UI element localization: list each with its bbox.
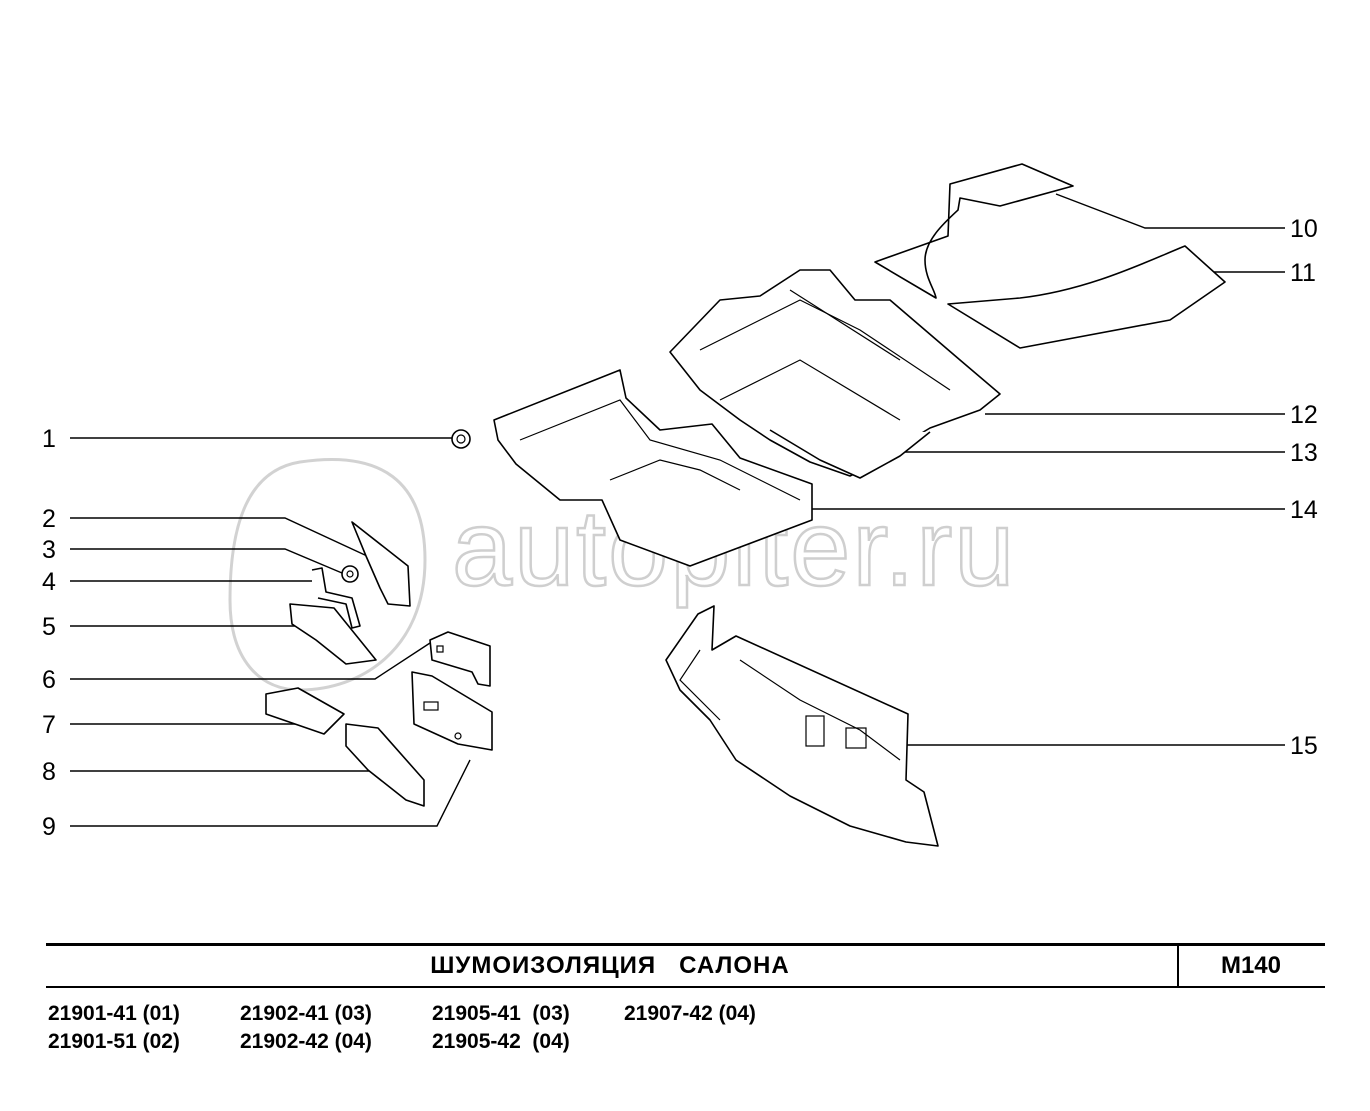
- callout-3: 3: [42, 536, 56, 564]
- callout-10: 10: [1290, 215, 1318, 243]
- model-code: 21907-42 (04): [624, 1002, 756, 1025]
- callout-8: 8: [42, 758, 56, 786]
- part-1-clip: [451, 429, 471, 449]
- callout-4: 4: [42, 568, 56, 596]
- callout-15: 15: [1290, 732, 1318, 760]
- title-block-top-rule: [46, 943, 1325, 946]
- part-13-insulator: [769, 429, 931, 479]
- part-9-pad: [411, 671, 493, 751]
- model-code: 21905-41 (03): [432, 1002, 570, 1025]
- callout-2: 2: [42, 505, 56, 533]
- callout-13: 13: [1290, 439, 1318, 467]
- section-code: M140: [1220, 952, 1282, 979]
- watermark-logo-icon: [228, 457, 427, 692]
- part-12-rear-floor-insulator: [669, 269, 1001, 477]
- callout-11: 11: [1290, 259, 1316, 287]
- part-7-pad: [265, 687, 345, 735]
- part-8-pad: [345, 723, 425, 807]
- model-code: 21902-42 (04): [240, 1030, 372, 1053]
- part-5-insulator: [289, 603, 377, 665]
- callout-5: 5: [42, 613, 56, 641]
- model-code: 21902-41 (03): [240, 1002, 372, 1025]
- model-code: 21901-51 (02): [48, 1030, 180, 1053]
- callout-1: 1: [42, 425, 56, 453]
- callout-14: 14: [1290, 496, 1318, 524]
- part-6-pad: [429, 631, 491, 687]
- part-14-front-floor-insulator: [493, 369, 813, 567]
- model-code: 21905-42 (04): [432, 1030, 570, 1053]
- part-2-panel: [351, 521, 411, 607]
- callout-9: 9: [42, 813, 56, 841]
- title-block-bottom-rule: [46, 986, 1325, 988]
- callout-12: 12: [1290, 401, 1318, 429]
- leader-lines: [70, 193, 1285, 827]
- part-3-nut: [341, 565, 359, 583]
- model-code: 21901-41 (01): [48, 1002, 180, 1025]
- callout-numbers: 1 2 3 4 5 6 7 8 9 10 11 12 13 14 15: [42, 215, 1318, 841]
- callout-6: 6: [42, 666, 56, 694]
- part-11-mat: [947, 245, 1226, 349]
- part-10-mat: [874, 163, 1074, 299]
- page-title: ШУМОИЗОЛЯЦИЯ САЛОНА: [430, 952, 790, 979]
- callout-7: 7: [42, 711, 56, 739]
- part-15-dash-insulator: [665, 605, 939, 847]
- title-block-divider: [1177, 943, 1179, 988]
- part-4-bracket: [311, 567, 361, 629]
